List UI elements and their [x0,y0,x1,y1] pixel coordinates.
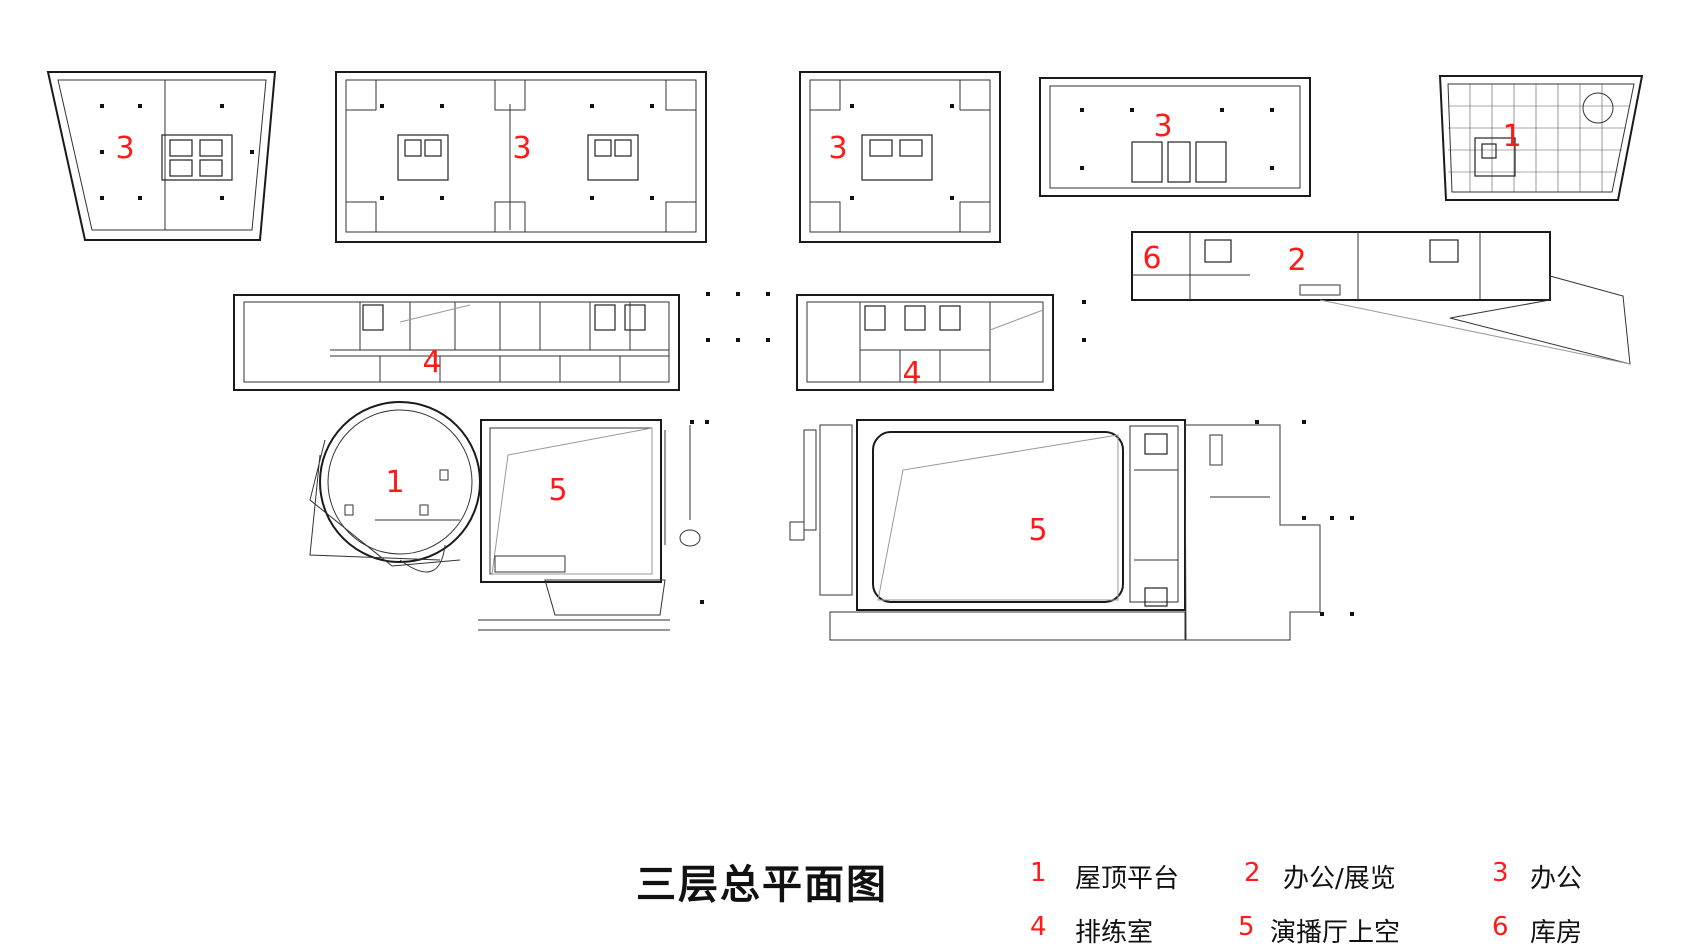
office-exhibition-strip: 6 2 [1131,231,1631,365]
plan-label-1: 1 [1502,119,1521,154]
rehearsal-wing-right: 4 [796,294,1054,391]
legend-label-2: 办公/展览 [1283,864,1396,894]
roof-terrace-a5: 1 [1438,75,1644,201]
plan-label-4: 4 [422,345,441,380]
legend-label-5: 演播厅上空 [1270,918,1401,948]
plan-label-1: 1 [385,465,404,500]
plan-label-3: 3 [115,131,134,166]
office-tower-a1: 3 [46,71,277,241]
rehearsal-wing-left: 4 [233,294,680,391]
legend-num-6: 6 [1492,912,1509,942]
plan-label-5: 5 [1028,513,1047,548]
studio-void-left: 5 [478,419,709,631]
plan-label-5: 5 [548,473,567,508]
legend-num-3: 3 [1492,858,1509,888]
plan-label-4: 4 [902,356,921,391]
office-tower-a3: 3 [799,71,1001,243]
studio-void-right: 5 [789,419,1354,641]
plan-label-2: 2 [1287,243,1306,278]
legend-label-4: 排练室 [1075,918,1154,948]
legend-num-4: 4 [1030,912,1047,942]
drawing-title: 三层总平面图 [636,862,888,908]
legend-label-3: 办公 [1530,864,1583,894]
legend-label-6: 库房 [1530,918,1583,948]
legend-label-1: 屋顶平台 [1075,864,1180,894]
office-tower-a2: 3 [335,71,707,243]
round-roof-terrace: 1 [309,401,481,573]
column-dots-1 [706,292,1086,342]
legend-num-5: 5 [1238,912,1255,942]
legend-num-2: 2 [1244,858,1261,888]
plan-label-3: 3 [1153,109,1172,144]
plan-label-3: 3 [512,131,531,166]
office-tower-a4: 3 [1039,77,1311,197]
legend-num-1: 1 [1030,858,1047,888]
plan-label-3: 3 [828,131,847,166]
plan-label-6: 6 [1142,241,1161,276]
